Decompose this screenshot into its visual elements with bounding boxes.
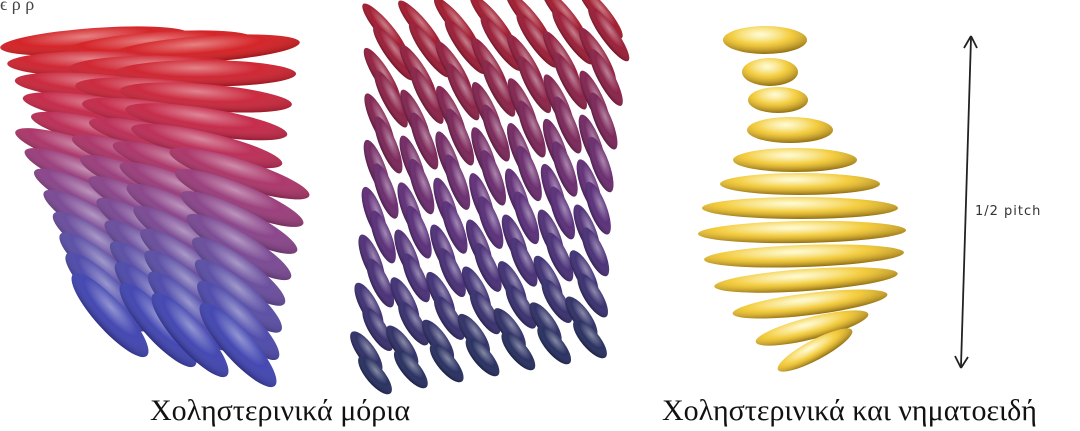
nematic-molecule-highlight [742,58,798,86]
nematic-molecule-highlight [704,242,905,271]
nematic-molecule-highlight [733,148,857,172]
pitch-label: 1/2 pitch [975,204,1041,219]
nematic-molecule-highlight [720,173,880,195]
cholesteric-molecules-panel [0,21,314,396]
nematic-molecule-highlight [702,197,898,219]
caption-cholesteric-and-nematic: Χοληστερινικά και νηματοειδή [662,394,1037,428]
nematic-molecule-highlight [748,87,808,113]
caption-cholesteric-molecules: Χοληστερινικά μόρια [150,394,410,428]
nematic-stack-panel [698,26,906,379]
pitch-arrow-icon [955,36,977,368]
cholesteric-molecules-panel-2 [345,0,635,399]
nematic-molecule-highlight [698,219,906,245]
nematic-molecule-highlight [747,117,833,143]
nematic-molecule-highlight [723,26,807,54]
